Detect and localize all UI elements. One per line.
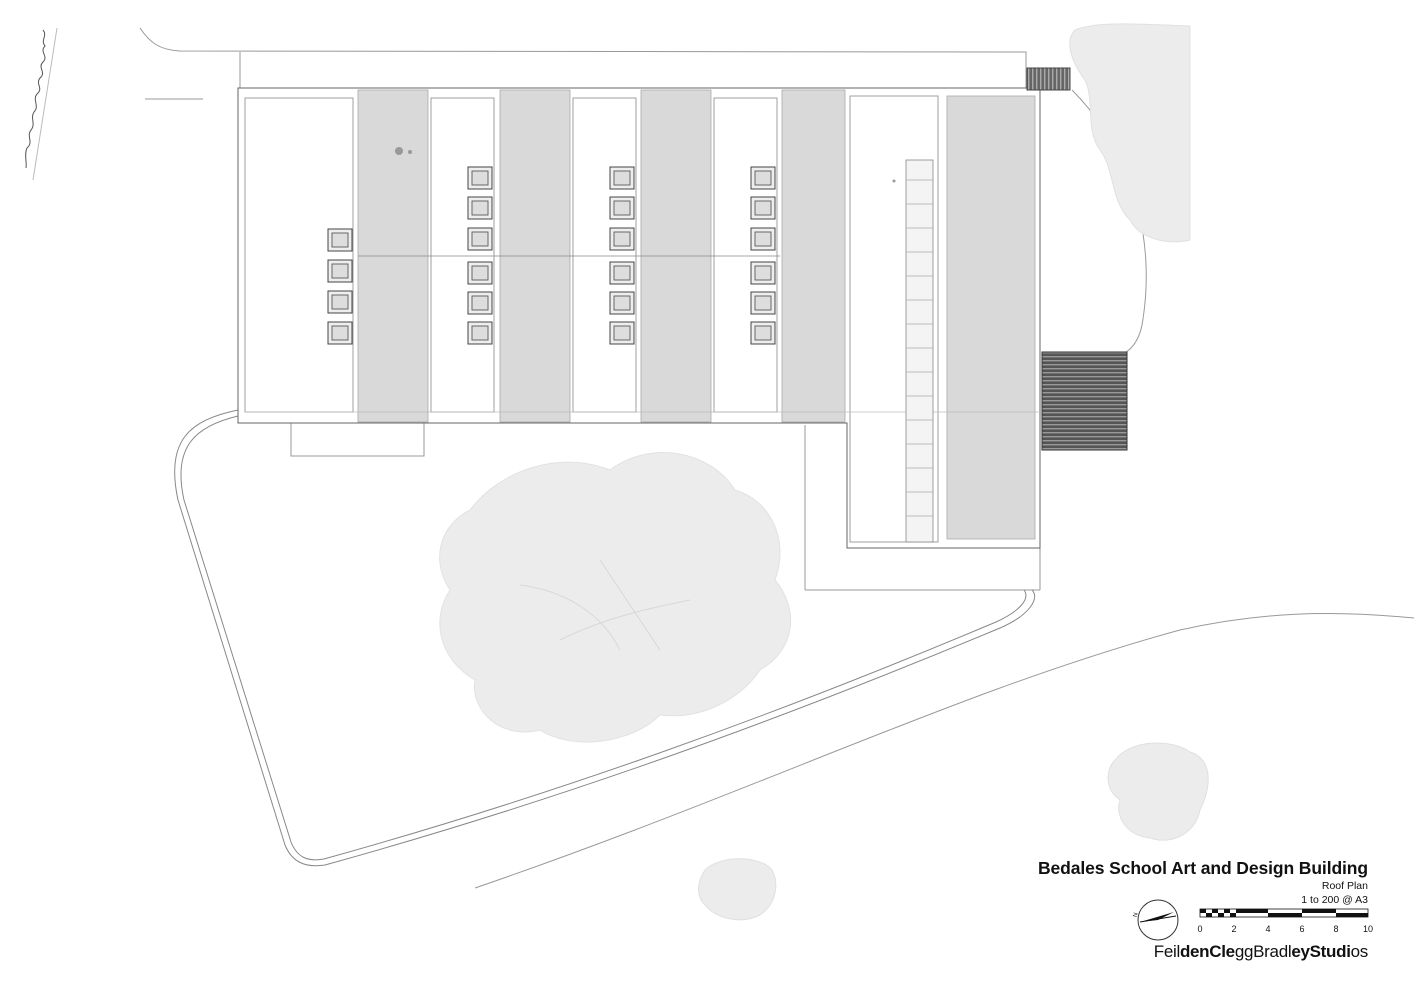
scale-bar-graphic <box>1199 908 1369 918</box>
rooflight-glazing <box>613 265 631 281</box>
rooflight-glazing <box>754 295 772 311</box>
scale-tick: 6 <box>1299 924 1305 934</box>
drawing-title: Bedales School Art and Design Building <box>1037 858 1368 878</box>
logo-part: gg <box>1234 942 1254 961</box>
roof-vents <box>395 147 896 183</box>
rooflight-glazing <box>471 200 489 216</box>
rooflight-glazing <box>471 231 489 247</box>
rooflight-glazing <box>613 170 631 186</box>
rooflight-glazing <box>331 232 349 248</box>
scale-tick: 4 <box>1265 924 1271 934</box>
logo-part: Cle <box>1209 942 1235 961</box>
north-arrow: N <box>1133 898 1182 942</box>
rooflight-glazing <box>613 325 631 341</box>
logo-part: den <box>1179 942 1210 961</box>
scale-tick: 8 <box>1333 924 1339 934</box>
scale-tick: 0 <box>1197 924 1203 934</box>
rooflight-glazing <box>613 295 631 311</box>
rooflight-glazing <box>331 325 349 341</box>
practice-logo: FeildenCleggBradleyStudios <box>1153 942 1369 962</box>
rooflight-glazing <box>754 325 772 341</box>
logo-part: Studi <box>1309 942 1351 961</box>
rooflight-glazing <box>331 263 349 279</box>
tree-bottom-small <box>698 858 777 921</box>
rooflight-glazing <box>471 170 489 186</box>
rooflight-glazing <box>471 295 489 311</box>
rooflight-glazing <box>331 294 349 310</box>
rooflight-glazing <box>471 325 489 341</box>
hedge-boundary <box>25 27 203 181</box>
rooflights <box>327 166 776 345</box>
rooflight-glazing <box>754 170 772 186</box>
tree-large <box>439 452 791 743</box>
scale-bar: 0 2 4 6 8 10 <box>1196 907 1374 937</box>
drawing-subtitle: Roof Plan <box>1321 880 1368 892</box>
rooflight-glazing <box>754 231 772 247</box>
rooflight-glazing <box>754 200 772 216</box>
rooflight-glazing <box>613 231 631 247</box>
logo-part: os <box>1350 942 1369 961</box>
rooflight-glazing <box>471 265 489 281</box>
logo-part: Feil <box>1153 942 1181 961</box>
logo-part: Bradl <box>1253 942 1292 961</box>
rooflight-glazing <box>613 200 631 216</box>
rooflight-strip <box>905 159 934 543</box>
rooflight-glazing <box>754 265 772 281</box>
tree-top-right <box>1069 23 1191 243</box>
north-arrow-icon <box>1137 899 1179 941</box>
plant-grille <box>1041 351 1128 451</box>
footpath <box>174 409 1036 867</box>
scale-tick: 10 <box>1362 924 1374 934</box>
scale-note: 1 to 200 @ A3 <box>1301 894 1368 906</box>
title-block: Bedales School Art and Design Building R… <box>1038 858 1368 907</box>
external-stair <box>1026 67 1071 91</box>
logo-part: ey <box>1291 942 1310 961</box>
scale-tick: 2 <box>1231 924 1237 934</box>
rooflight-strip-divisions <box>906 179 933 517</box>
tree-bottom-right <box>1107 742 1209 841</box>
